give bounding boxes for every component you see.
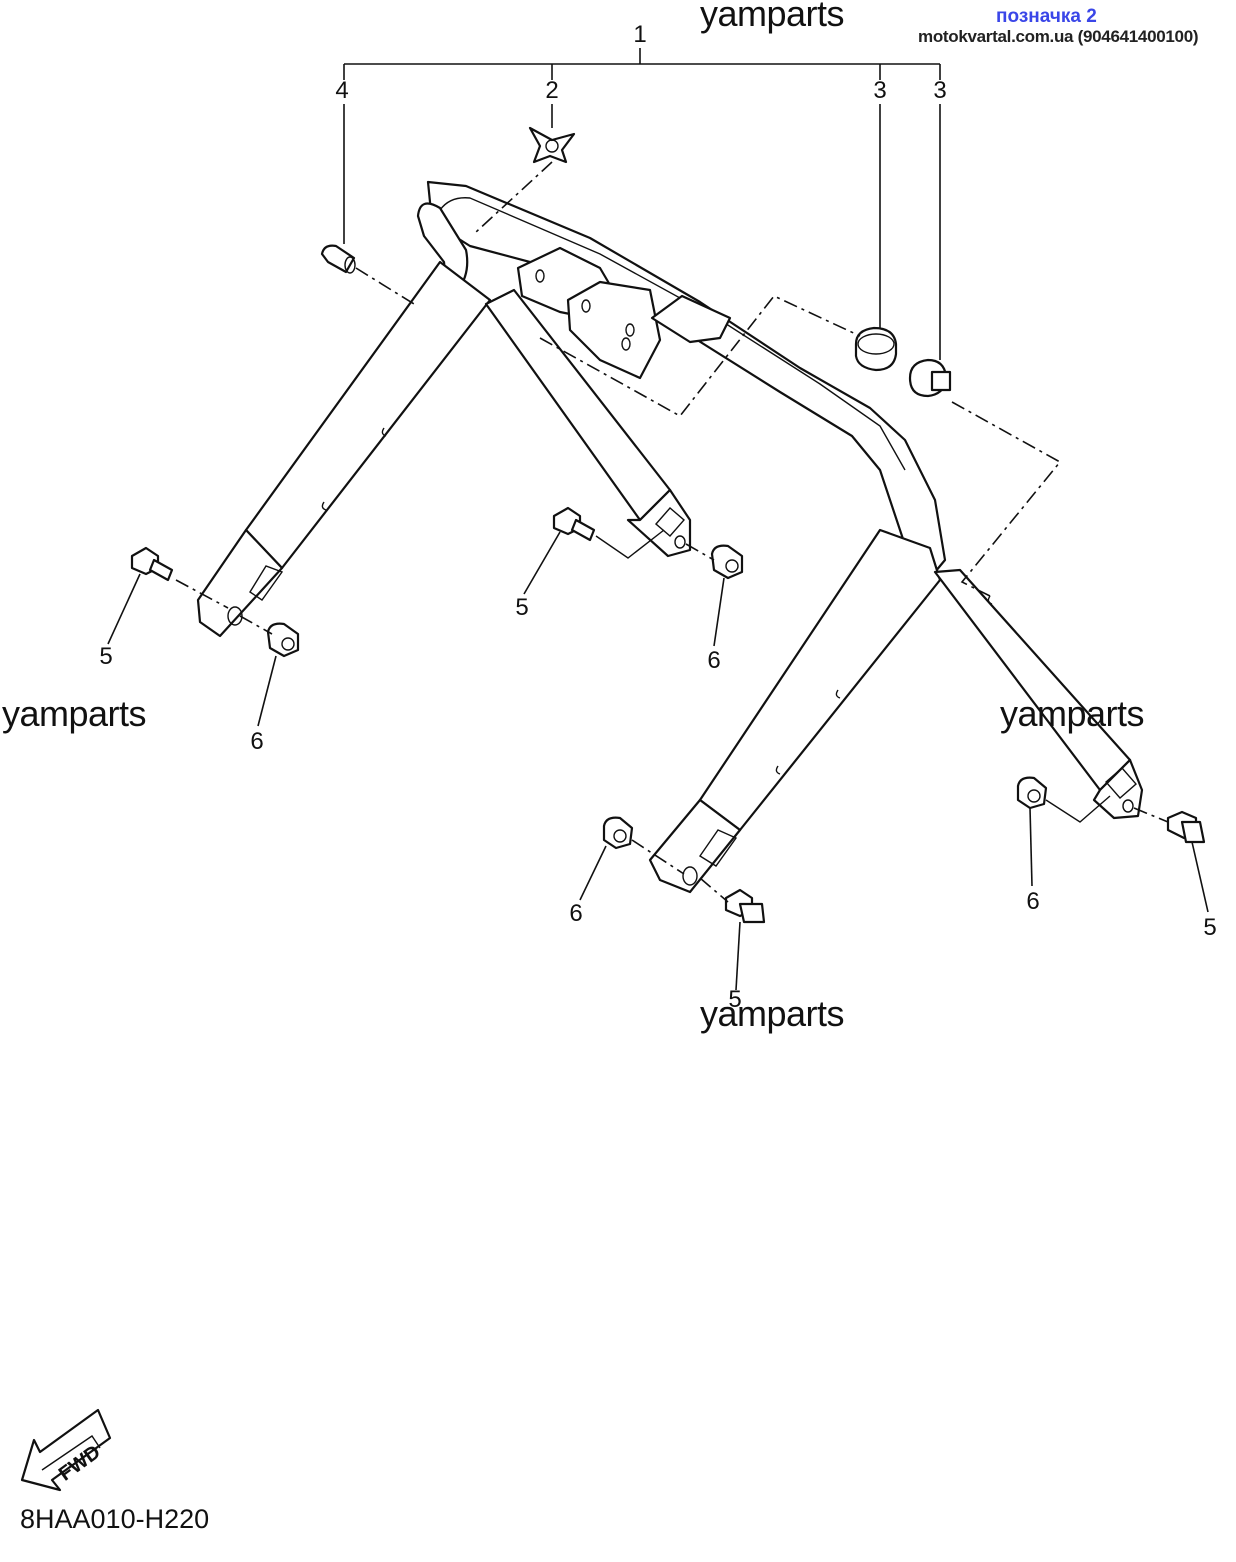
damper-parts xyxy=(854,326,952,398)
nut-parts xyxy=(266,544,1048,850)
callout-6d: 6 xyxy=(1026,888,1040,915)
callout-6c: 6 xyxy=(569,900,583,927)
callout-1: 1 xyxy=(633,21,647,48)
callout-4: 4 xyxy=(335,77,349,104)
clip-part xyxy=(528,126,576,164)
callout-2: 2 xyxy=(545,77,559,104)
assembly-lines xyxy=(175,161,1169,903)
callout-3b: 3 xyxy=(933,77,947,104)
callout-6b: 6 xyxy=(707,647,721,674)
pin-part xyxy=(320,244,356,274)
callout-5c: 5 xyxy=(728,986,742,1013)
bolt-parts xyxy=(130,506,1206,924)
watermark-bottom: yamparts xyxy=(700,993,845,1034)
callout-6a: 6 xyxy=(250,728,264,755)
diagram-code: 8HAA010-H220 xyxy=(20,1504,210,1534)
watermark-left: yamparts xyxy=(2,693,147,734)
callout-5a: 5 xyxy=(99,643,113,670)
tag-title: позначка 2 xyxy=(996,6,1097,27)
callout-3a: 3 xyxy=(873,77,887,104)
watermark-right: yamparts xyxy=(1000,693,1145,734)
callout-leaders xyxy=(107,104,1209,991)
watermark-top: yamparts xyxy=(700,0,845,34)
callout-5d: 5 xyxy=(1203,914,1217,941)
tag-site: motokvartal.com.ua (904641400100) xyxy=(918,27,1199,46)
callout-5b: 5 xyxy=(515,594,529,621)
main-frame xyxy=(196,180,1144,894)
callout-bracket xyxy=(343,48,941,80)
fwd-arrow-icon: FWD xyxy=(20,1408,112,1492)
